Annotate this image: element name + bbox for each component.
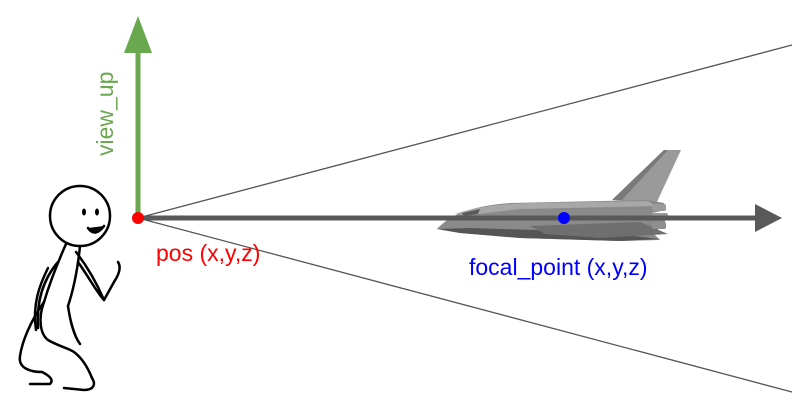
view-up-arrow — [124, 16, 152, 218]
frustum-upper-line — [137, 44, 793, 219]
space-shuttle-icon — [437, 150, 681, 241]
focal-point-label: focal_point (x,y,z) — [469, 254, 648, 280]
pos-label: pos (x,y,z) — [156, 240, 261, 266]
view-direction-arrow — [138, 204, 782, 232]
view-frustum — [137, 44, 793, 393]
view-up-label: view_up — [92, 71, 118, 156]
stick-figure-icon — [18, 184, 121, 392]
focal-point — [558, 212, 570, 224]
frustum-lower-line — [137, 217, 793, 393]
pos-point — [132, 212, 144, 224]
